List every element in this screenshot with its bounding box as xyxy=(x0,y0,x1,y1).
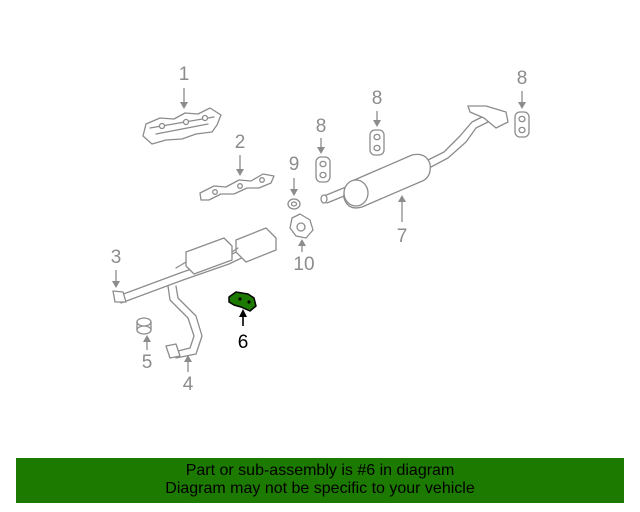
part-4-crossover-pipe[interactable] xyxy=(165,285,203,359)
part-5-seal[interactable] xyxy=(136,317,152,335)
callout-label-1: 1 xyxy=(179,64,190,85)
callout-arrow-3 xyxy=(112,270,120,288)
callout-arrow-8c xyxy=(518,91,526,109)
callout-arrow-7 xyxy=(398,195,406,222)
part-2-manifold-gasket[interactable] xyxy=(199,173,275,201)
callout-arrow-6 xyxy=(239,309,247,326)
part-8-hanger-c[interactable] xyxy=(514,111,530,138)
callout-label-8a: 8 xyxy=(316,116,327,137)
callout-label-4: 4 xyxy=(183,374,194,395)
part-3-front-pipe[interactable] xyxy=(112,227,277,304)
callout-arrow-8b xyxy=(373,111,381,127)
part-1-exhaust-manifold[interactable] xyxy=(142,107,222,145)
part-7-muffler[interactable] xyxy=(320,105,509,209)
callout-arrow-2 xyxy=(236,155,244,176)
callout-label-7: 7 xyxy=(397,226,408,247)
callout-arrow-8a xyxy=(317,138,325,154)
callout-label-2: 2 xyxy=(235,132,246,153)
callout-arrow-5 xyxy=(143,335,151,350)
banner-line-disclaimer: Diagram may not be specific to your vehi… xyxy=(165,480,475,497)
callout-arrow-1 xyxy=(180,88,188,109)
banner-line-part-reference: Part or sub-assembly is #6 in diagram xyxy=(185,462,455,479)
callout-arrow-4 xyxy=(184,355,192,372)
callout-arrow-10 xyxy=(298,239,306,252)
callout-label-10: 10 xyxy=(293,254,314,275)
part-9-grommet[interactable] xyxy=(287,198,301,210)
part-10-flange-gasket[interactable] xyxy=(289,213,314,239)
part-8-hanger-a[interactable] xyxy=(315,156,331,183)
callout-label-9: 9 xyxy=(289,154,300,175)
callout-label-6: 6 xyxy=(238,332,249,353)
part-8-hanger-b[interactable] xyxy=(369,129,385,156)
callout-arrow-9 xyxy=(290,178,298,196)
callout-label-8c: 8 xyxy=(517,68,528,89)
exhaust-system-diagram: 1 2 3 4 xyxy=(111,64,530,395)
diagram-info-banner: Part or sub-assembly is #6 in diagram Di… xyxy=(16,458,624,503)
callout-label-8b: 8 xyxy=(372,88,383,109)
part-6-bracket-highlighted[interactable] xyxy=(228,291,257,312)
callout-label-3: 3 xyxy=(111,247,122,268)
callout-label-5: 5 xyxy=(142,352,153,373)
